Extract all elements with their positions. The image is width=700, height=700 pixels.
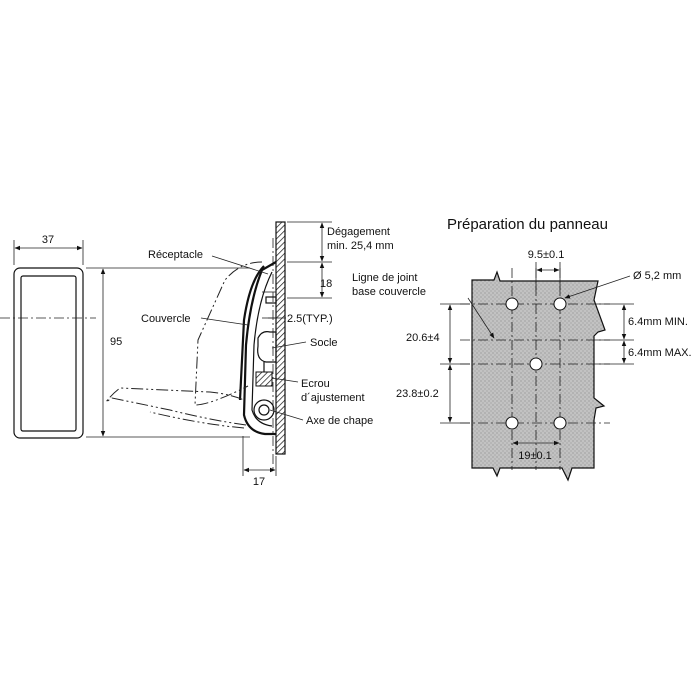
front-width-dim: 37 (42, 234, 54, 246)
dim-bottom: 19±0.1 (518, 450, 552, 462)
base-block (257, 331, 277, 363)
clearance-label-line2: min. 25,4 mm (327, 240, 394, 252)
hole-dia-label: Ø 5,2 mm (633, 270, 681, 282)
cover-open-phantom (194, 261, 263, 406)
dim-left-lower: 23.8±0.2 (396, 388, 439, 400)
nut-label-line2: d´ajustement (301, 392, 365, 404)
dim-18: 18 (320, 278, 332, 290)
panel-prep-title: Préparation du panneau (447, 216, 608, 233)
hole-center (529, 357, 543, 371)
clevis-pin-inner (258, 404, 270, 416)
panel-cutout (471, 270, 606, 482)
joint-label-line2: base couvercle (352, 286, 426, 298)
base-label: Socle (310, 337, 338, 349)
cover-closed (238, 265, 265, 401)
dim-left-upper: 20.6±4 (406, 332, 440, 344)
front-outer-frame (13, 267, 84, 439)
hole-bottom-left (505, 416, 519, 430)
front-view: 37 95 (0, 234, 250, 439)
dim-min: 6.4mm MIN. (628, 316, 688, 328)
panel-wall (275, 221, 286, 455)
nut-label-line1: Ecrou (301, 378, 330, 390)
clevis-pin-label: Axe de chape (306, 415, 373, 427)
dim-top: 9.5±0.1 (528, 249, 565, 261)
hole-top-left (505, 297, 519, 311)
front-inner-frame (20, 275, 77, 432)
clevis-pin-outer (253, 399, 275, 421)
hole-top-right (553, 297, 567, 311)
handle-open-phantom (105, 387, 247, 426)
receptacle-inner (251, 271, 273, 427)
dim-17: 17 (253, 476, 265, 488)
adjusting-nut (255, 371, 273, 387)
clearance-label-line1: Dégagement (327, 226, 390, 238)
cover-label: Couvercle (141, 313, 191, 325)
dim-max: 6.4mm MAX. (628, 347, 692, 359)
side-view: Dégagement min. 25,4 mm 18 2.5(TYP.) 17 … (105, 221, 394, 488)
panel-prep-view: Préparation du panneau 9.5±0.1 19±0.1 20… (352, 216, 692, 482)
receptacle-body (242, 261, 277, 436)
joint-label-line1: Ligne de joint (352, 272, 417, 284)
hole-bottom-right (553, 416, 567, 430)
front-height-dim: 95 (110, 336, 122, 348)
dim-typ: 2.5(TYP.) (287, 313, 333, 325)
receptacle-label: Réceptacle (148, 249, 203, 261)
